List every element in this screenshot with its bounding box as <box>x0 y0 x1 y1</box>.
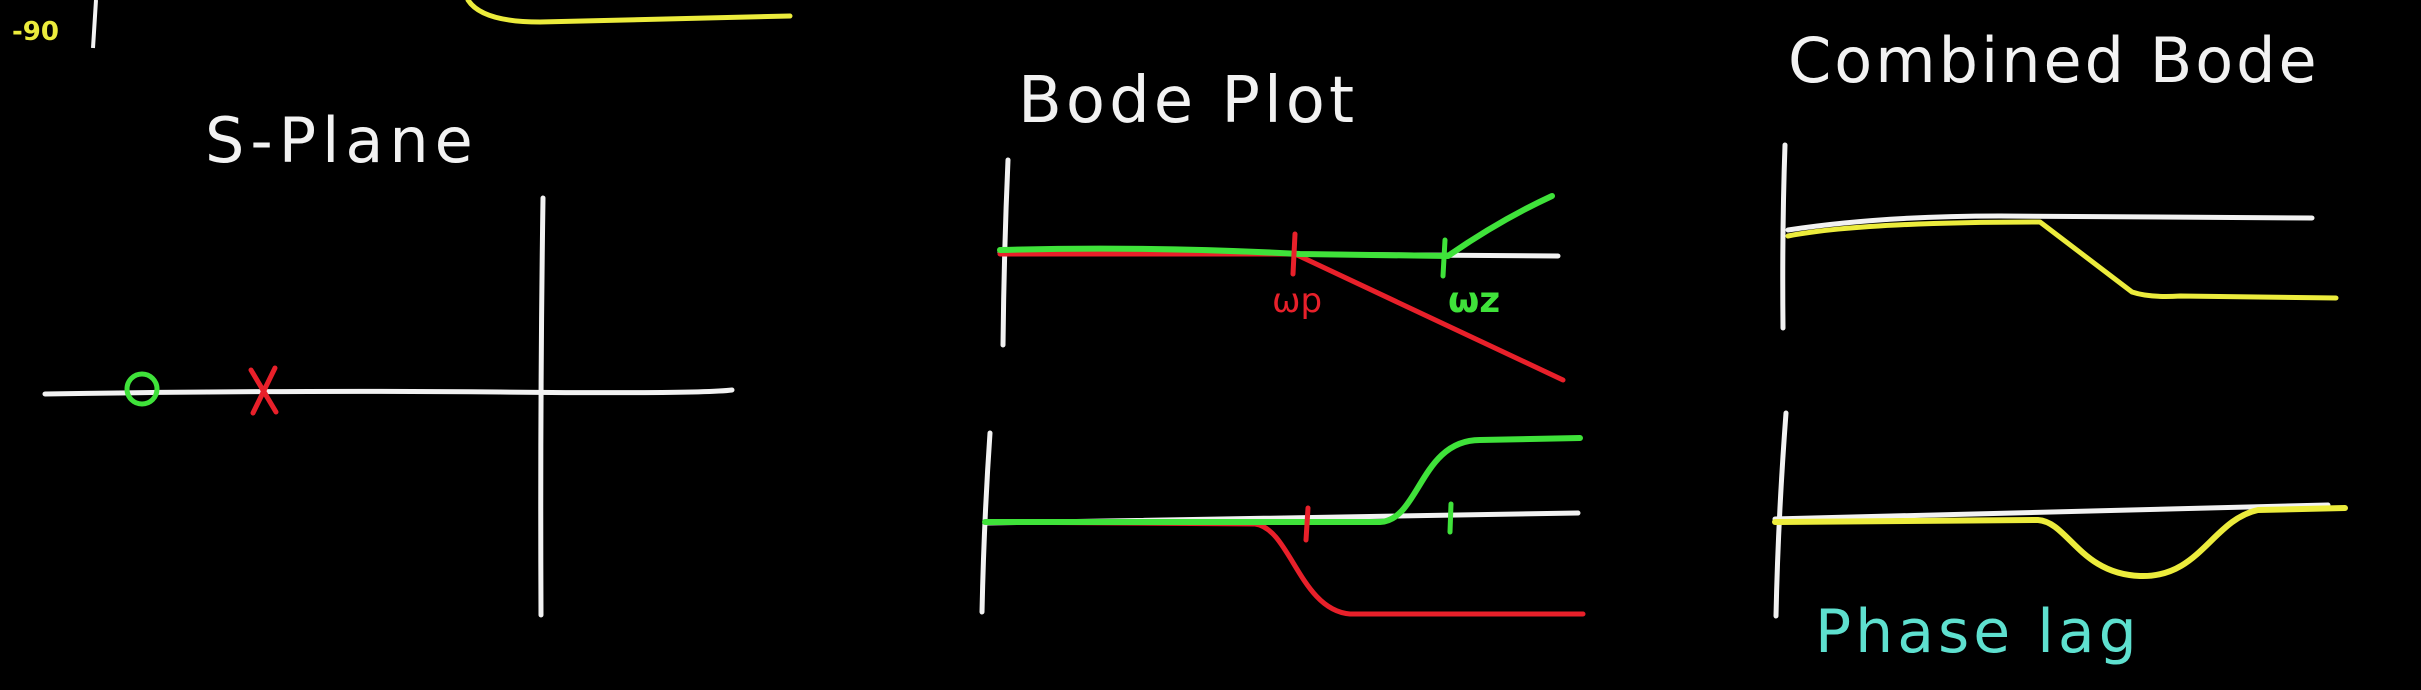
s-plane-panel: S-Plane <box>42 104 735 618</box>
omega-z-tick <box>1440 237 1448 279</box>
bode-magnitude-plot: ωp ωz <box>997 157 1566 383</box>
bode-phase-plot <box>979 430 1586 617</box>
omega-z-label: ωz <box>1448 280 1500 321</box>
combined-magnitude-baseline <box>1785 213 2315 233</box>
bode-title: Bode Plot <box>1018 64 1358 138</box>
zero-circle-icon <box>124 371 160 407</box>
phase-lag-annotation: Phase lag <box>1815 597 2141 667</box>
s-plane-imaginary-axis <box>538 195 546 618</box>
phase-pole-tick <box>1303 505 1311 543</box>
combined-magnitude-plot <box>1780 142 2339 331</box>
fragment-yellow-curve <box>465 0 793 25</box>
omega-p-tick <box>1290 231 1298 277</box>
pole-cross-icon <box>248 365 279 416</box>
previous-plot-fragment: -90 <box>12 0 793 49</box>
fragment-axis <box>91 0 98 49</box>
combined-phase-plot <box>1772 410 2348 619</box>
fragment-label: -90 <box>12 17 59 47</box>
combined-bode-panel: Combined Bode Phase lag <box>1772 24 2348 667</box>
omega-p-label: ωp <box>1272 281 1322 321</box>
bode-plot-panel: Bode Plot ωp ωz <box>979 64 1586 617</box>
combined-phase-axis <box>1773 410 1789 619</box>
s-plane-title: S-Plane <box>205 104 479 177</box>
phase-zero-tick <box>1447 501 1454 535</box>
combined-phase-baseline <box>1772 502 2331 522</box>
s-plane-real-axis <box>42 387 735 397</box>
zero-phase-curve <box>982 435 1583 525</box>
zero-magnitude-curve <box>997 193 1555 259</box>
combined-title: Combined Bode <box>1788 24 2320 97</box>
combined-phase-curve <box>1772 505 2348 580</box>
combined-magnitude-curve <box>1785 219 2339 301</box>
combined-magnitude-axis <box>1780 142 1788 331</box>
pole-phase-curve <box>982 519 1586 617</box>
